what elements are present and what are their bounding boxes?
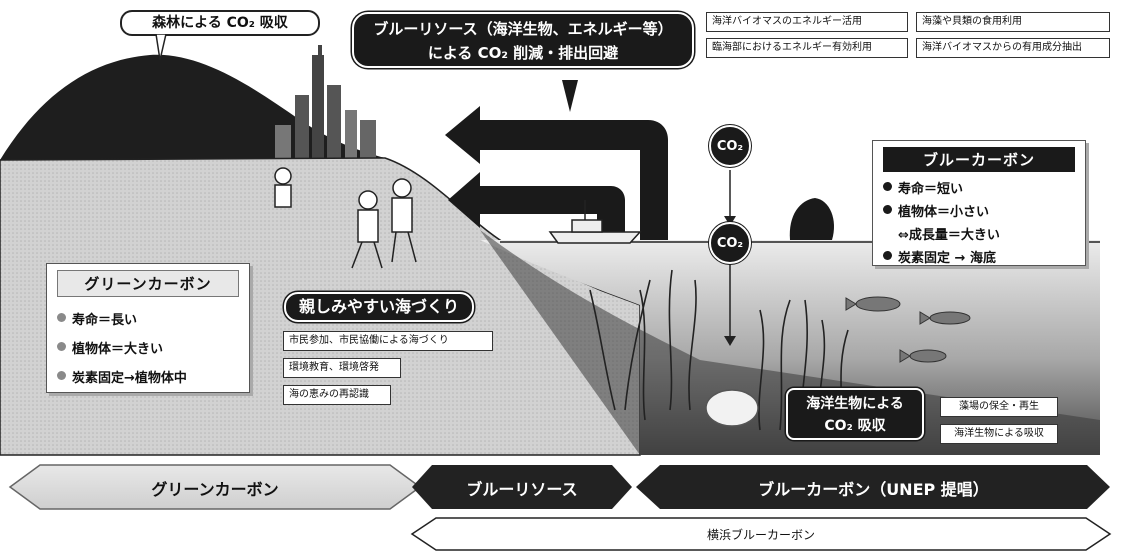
band-blue-carbon (636, 465, 1110, 509)
shell (705, 389, 759, 427)
legend-item: 炭素固定 → 海底 (873, 245, 1085, 268)
seaside-item: 市民参加、市民協働による海づくり (283, 331, 493, 351)
seaside-item: 環境教育、環境啓発 (283, 358, 401, 378)
ship (548, 200, 642, 244)
green-carbon-legend-title: グリーンカーボン (57, 270, 239, 297)
band-label-green: グリーンカーボン (151, 480, 279, 499)
big-arrow-upper (445, 106, 668, 240)
bullet-icon (57, 342, 66, 351)
bullet-icon (57, 371, 66, 380)
bullet-icon (883, 205, 892, 214)
bullet-icon (883, 251, 892, 260)
green-carbon-legend: グリーンカーボン 寿命＝長い 植物体＝大きい 炭素固定→植物体中 (46, 263, 250, 393)
forest-label-pointer (155, 34, 167, 61)
marine-item: 藻場の保全・再生 (940, 397, 1058, 417)
legend-item: 寿命＝長い (47, 307, 249, 330)
band-label-blue-carbon: ブルーカーボン（UNEP 提唱） (758, 480, 989, 499)
activity-box: 海洋バイオマスのエネルギー活用 (706, 12, 908, 32)
co2-circle: CO₂ (709, 125, 751, 167)
legend-item: 植物体＝大きい (47, 336, 249, 359)
forest-label: 森林による CO₂ 吸収 (120, 10, 320, 36)
band-blue-resource (412, 465, 632, 509)
blue-carbon-legend-title: ブルーカーボン (883, 147, 1075, 172)
people (274, 167, 417, 269)
city-skyline (275, 45, 376, 160)
seaside-item: 海の恵みの再認識 (283, 385, 391, 405)
marine-absorption-label: 海洋生物による CO₂ 吸収 (786, 388, 924, 440)
band-yokohama (410, 517, 1112, 551)
co2-circle: CO₂ (709, 222, 751, 264)
blue-resource-callout: ブルーリソース（海洋生物、エネルギー等） による CO₂ 削減・排出回避 (352, 12, 694, 68)
activity-box: 臨海部におけるエネルギー有効利用 (706, 38, 908, 58)
activity-box: 海洋バイオマスからの有用成分抽出 (916, 38, 1110, 58)
seaside-title: 親しみやすい海づくり (284, 292, 474, 322)
fish (845, 296, 971, 363)
bullet-icon (883, 182, 892, 191)
legend-item: 寿命＝短い (873, 176, 1085, 199)
marine-item: 海洋生物による吸収 (940, 424, 1058, 444)
legend-item: ⇔成長量＝大きい (898, 228, 1000, 243)
legend-item: 植物体＝小さい (873, 199, 1085, 222)
blue-carbon-legend: ブルーカーボン 寿命＝短い 植物体＝小さい ⇔成長量＝大きい 炭素固定 → 海底 (872, 140, 1086, 266)
legend-item: 炭素固定→植物体中 (47, 365, 249, 388)
band-label-blue-resource: ブルーリソース (466, 480, 578, 499)
big-arrow-lower (448, 172, 625, 240)
activity-box: 海藻や貝類の食用利用 (916, 12, 1110, 32)
buoy (789, 198, 835, 240)
bullet-icon (57, 313, 66, 322)
callout-pointer (562, 80, 578, 112)
band-label-yokohama: 横浜ブルーカーボン (706, 528, 815, 542)
